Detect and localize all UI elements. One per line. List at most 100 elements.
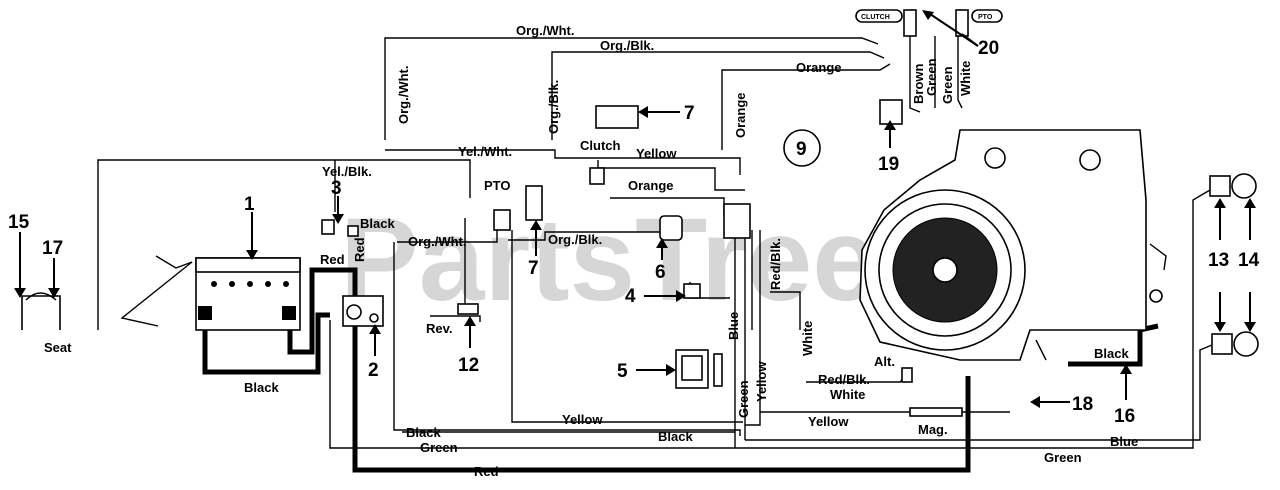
label-black-bottom: Black (406, 425, 441, 440)
label-seat: Seat (44, 340, 72, 355)
label-white-top: White (958, 61, 973, 96)
label-pto: PTO (484, 178, 511, 193)
connector-item-3-b (347, 225, 359, 237)
engine (859, 129, 1167, 361)
callout-5: 5 (617, 361, 628, 382)
callout-14: 14 (1238, 250, 1260, 271)
label-red-bottom: Red (474, 464, 499, 479)
label-yellow-vert: Yellow (754, 361, 769, 402)
connector-bank (723, 203, 751, 239)
callout-2: 2 (368, 360, 379, 381)
wire-org-blk-top (551, 51, 885, 140)
label-red-main: Red (320, 252, 345, 267)
label-clutch: Clutch (580, 138, 621, 153)
wire-sol-bottom (393, 242, 741, 436)
wire-labels: Org./Wht. Org./Blk. Orange Org./Wht. Org… (44, 23, 1138, 479)
pto-tag-box (971, 9, 1003, 23)
clutch-tag: CLUTCH (861, 14, 890, 21)
wire-seat (97, 159, 471, 330)
callout-13: 13 (1208, 250, 1229, 271)
label-org-wht-mid: Org./Wht. (408, 234, 467, 249)
label-orange-mid: Orange (628, 178, 674, 193)
label-green-bottom: Green (420, 440, 458, 455)
label-black-mid: Black (658, 429, 693, 444)
starter-solenoid (342, 295, 384, 327)
callout-arrows (14, 10, 1256, 408)
cable-red-battery (287, 267, 358, 355)
label-blue-bottom: Blue (1110, 434, 1138, 449)
wire-yellow-vert (745, 230, 761, 426)
cable-black-ground (1068, 323, 1159, 367)
label-green-vert: Green (736, 380, 751, 418)
headlight-upper (1209, 173, 1257, 199)
label-blue-vert: Blue (726, 312, 741, 340)
label-white-alt: White (830, 387, 865, 402)
label-alt: Alt. (874, 354, 895, 369)
connector-item-3 (321, 219, 335, 235)
label-red-blk-vert: Red/Blk. (768, 238, 783, 290)
wire-yellow-top (597, 160, 745, 191)
label-brown: Brown (911, 64, 926, 105)
callout-18: 18 (1072, 394, 1093, 415)
label-black-sol: Black (360, 216, 395, 231)
callout-numbers: 1 2 3 4 5 6 7 7 9 12 13 14 15 17 16 18 1… (8, 38, 1260, 427)
label-green-top: Green (924, 58, 939, 96)
callout-1: 1 (244, 194, 255, 215)
alt-connector (901, 367, 913, 383)
wire-green-bottom (329, 320, 735, 449)
connector-item-7-top (595, 105, 639, 129)
item-19-connector (879, 99, 903, 125)
label-org-blk-top: Org./Blk. (600, 38, 654, 53)
label-org-wht-top: Org./Wht. (516, 23, 575, 38)
callout-12: 12 (458, 355, 479, 376)
clutch-switch (903, 9, 917, 37)
callout-17: 17 (42, 238, 63, 259)
callout-9: 9 (796, 139, 807, 160)
label-orange-vert: Orange (733, 92, 748, 138)
label-black-right: Black (1094, 346, 1129, 361)
callout-7-top: 7 (684, 103, 695, 124)
item-6-switch (659, 215, 683, 241)
label-org-wht-vert: Org./Wht. (396, 66, 411, 125)
label-yellow-top: Yellow (636, 146, 677, 161)
callout-20: 20 (978, 38, 999, 59)
wire-white-top (957, 36, 963, 109)
pto-tag: PTO (978, 14, 993, 21)
connector-clutch (589, 167, 605, 185)
watermark: PartsTree (340, 194, 878, 326)
wire-org-blk-mid (508, 231, 680, 241)
label-yel-blk: Yel./Blk. (322, 164, 372, 179)
wire-brown (909, 36, 921, 113)
wire-yel-wht (385, 149, 741, 175)
item-9-circle (783, 129, 821, 167)
item-5-module (675, 349, 723, 389)
label-org-blk-mid: Org./Blk. (548, 232, 602, 247)
label-red-sol: Red (352, 237, 367, 262)
label-green-right: Green (1044, 450, 1082, 465)
wires (97, 36, 1213, 449)
battery-cables (202, 267, 1159, 473)
reverse-switch (457, 303, 479, 315)
label-yellow-bottom: Yellow (562, 412, 603, 427)
label-orange-top: Orange (796, 60, 842, 75)
label-green-top-2: Green (940, 66, 955, 104)
label-black-batt: Black (244, 380, 279, 395)
callout-15: 15 (8, 212, 30, 233)
label-org-blk-vert: Org./Blk. (546, 80, 561, 134)
wire-yellow-bottom (511, 230, 743, 423)
wire-green-right (735, 189, 1211, 449)
clutch-tag-box (855, 9, 903, 23)
callout-7-mid: 7 (528, 258, 539, 279)
cable-red-starter (352, 318, 971, 473)
item-4-diode (683, 283, 701, 299)
callout-16: 16 (1114, 406, 1135, 427)
callout-19: 19 (878, 154, 899, 175)
headlight-lower (1211, 331, 1259, 357)
callout-3: 3 (331, 178, 342, 199)
battery-hold-down (120, 255, 193, 327)
pto-switch (493, 185, 543, 231)
callout-4: 4 (625, 286, 636, 307)
label-yellow-mid: Yellow (808, 414, 849, 429)
